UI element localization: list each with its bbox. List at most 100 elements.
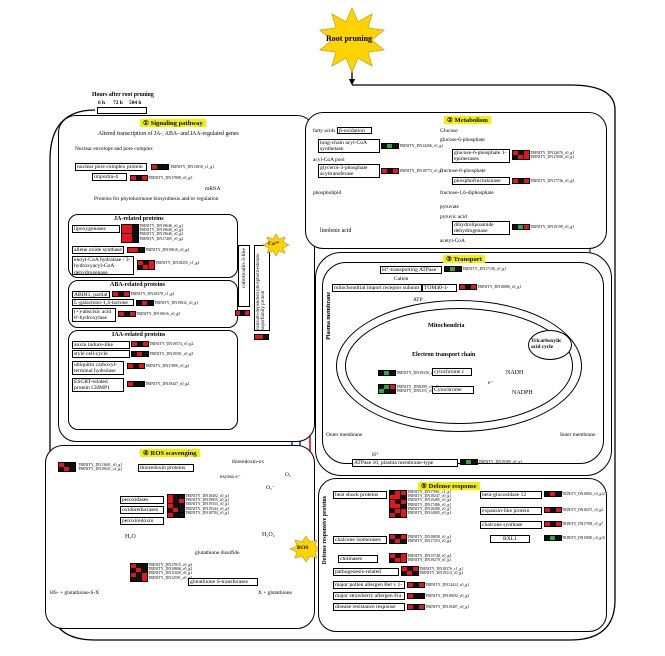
heatmap-cell bbox=[395, 535, 401, 539]
heatmap-cell bbox=[395, 491, 401, 495]
mito-import-box: mitochondrial import receptor subunit bbox=[332, 284, 422, 292]
heatmap-cell bbox=[131, 568, 136, 573]
gene-tom: TRINITY_DN18886_c0_g1 bbox=[477, 285, 522, 289]
heatmap-cell bbox=[122, 238, 127, 243]
heatmap-cell bbox=[128, 248, 133, 252]
p450-box: Cytochrome P450s bbox=[432, 386, 474, 394]
heatmap-cell bbox=[395, 512, 401, 517]
heatmap-cell bbox=[132, 233, 138, 238]
heatmap-chalcone-syn bbox=[544, 521, 562, 527]
gene-chalcone-syn: TRINITY_DN17958_c0_g7 bbox=[562, 522, 603, 526]
style-box: style cell-cycle inhibitor 1 bbox=[72, 350, 130, 358]
heatmap-cell bbox=[392, 169, 398, 173]
mito-inner bbox=[345, 308, 573, 424]
atp-text: ATP bbox=[413, 297, 423, 303]
gene-pfk: TRINITY_DN17736_c0_g3 bbox=[530, 179, 575, 183]
hs-text: HS- + glutathione-S-X bbox=[50, 590, 100, 596]
calcium-box: calcium-dependent phosphotriesterase sup… bbox=[254, 245, 270, 331]
heatmap-cell bbox=[148, 265, 154, 270]
mrna-text: mRNA bbox=[205, 186, 221, 192]
heatmap-cell bbox=[395, 558, 401, 563]
heatmap-cell bbox=[400, 499, 406, 504]
gene-hsp: TRINITY_DN17061_c1_g1 TRINITY_DN18247_c0… bbox=[407, 490, 452, 516]
heatmap-lcacs bbox=[381, 143, 399, 149]
heatmap-cell bbox=[412, 567, 418, 571]
heatmap-cell bbox=[550, 536, 556, 540]
defense-title: ⑤ Defense response bbox=[418, 482, 480, 490]
ja-title: JA-related proteins bbox=[114, 216, 164, 222]
lipoxygenases-box: lipoxygenases bbox=[72, 225, 120, 233]
heatmap-cell bbox=[387, 144, 393, 148]
heatmap-cell bbox=[127, 238, 133, 243]
heatmap-cell bbox=[518, 225, 524, 229]
ros-title: ④ ROS scavenging bbox=[140, 449, 200, 457]
heatmap-cell bbox=[384, 385, 390, 389]
gene-lcacs: TRINITY_DN14206_c0_g1 bbox=[399, 144, 444, 148]
heatmap-cell bbox=[390, 499, 395, 504]
enoyl-box: enoyl-CoA hydratase / 3-hydroxyacyl-CoA … bbox=[72, 256, 134, 275]
heatmap-cell bbox=[178, 508, 184, 513]
heatmap-chalcone-iso bbox=[389, 534, 407, 545]
heatmap-cell bbox=[465, 285, 471, 289]
gene-chitinases: TRINITY_DN15748_c0_g3 TRINITY_DN19278_c0… bbox=[407, 554, 452, 563]
heatmap-cell bbox=[141, 564, 147, 568]
heatmap-cell bbox=[513, 151, 518, 155]
signaling-title: ① Signaling pathway bbox=[140, 119, 206, 127]
escrt-box: ESCRT-related protein CHMP1 bbox=[72, 378, 124, 392]
mito-outer bbox=[336, 300, 582, 432]
abih1-box: ABIH1, partial bbox=[72, 291, 110, 298]
heatmap-cell bbox=[555, 536, 561, 540]
heatmap-cell bbox=[69, 467, 75, 472]
g6p-text: glucose-6-phosphate bbox=[440, 137, 485, 143]
heatmap-cell bbox=[390, 504, 395, 509]
heatmap-cell bbox=[390, 558, 395, 563]
phospholipid-text: phospholipid bbox=[313, 190, 342, 196]
gene-peroxidases: TRINITY_DN18402_c0_g1 TRINITY_DN19055_c0… bbox=[185, 494, 230, 515]
heatmap-cell bbox=[555, 522, 561, 526]
heatmap-cell bbox=[137, 352, 143, 356]
heatmap-cell bbox=[143, 261, 149, 265]
heatmap-cell bbox=[122, 233, 127, 238]
g3p-box: glycerol-3-phosphate acyltransferase bbox=[318, 164, 380, 178]
heatmap-cell bbox=[131, 572, 136, 577]
heatmap-cell bbox=[168, 495, 173, 499]
etc-text: Electron transport chain bbox=[412, 352, 476, 358]
heatmap-cell bbox=[413, 583, 419, 587]
heatmap-cell bbox=[133, 248, 139, 252]
heatmap-cell bbox=[379, 385, 384, 389]
acetyl-text: acetyl-CoA bbox=[440, 238, 465, 244]
heatmap-cell bbox=[157, 165, 163, 169]
heatmap-calcium bbox=[254, 334, 269, 340]
hours-col-72h: 72 h bbox=[113, 100, 123, 106]
gene-aos: TRINITY_DN19610_c0_g2 bbox=[145, 248, 190, 252]
heatmap-cell bbox=[384, 389, 390, 394]
heatmap-cell bbox=[389, 385, 395, 389]
heatmap-cell bbox=[389, 389, 395, 394]
heatmap-cell bbox=[513, 225, 518, 229]
dld-box: dihydrolipoamide dehydrogenase bbox=[452, 221, 510, 235]
heatmap-cell bbox=[132, 225, 138, 229]
heatmap-cell bbox=[390, 539, 395, 544]
ros-label: ROS bbox=[297, 545, 309, 551]
heatmap-cell bbox=[513, 155, 518, 160]
heatmap-cell bbox=[122, 229, 127, 234]
heatmap-cell bbox=[132, 352, 137, 356]
heatmap-cell bbox=[148, 261, 154, 265]
aos-box: allene oxide synthase bbox=[72, 246, 124, 254]
heatmap-cell bbox=[64, 467, 70, 472]
heatmap-cell bbox=[69, 463, 75, 467]
transport-title: ③ Transport bbox=[443, 255, 485, 263]
heatmap-escrt bbox=[127, 381, 145, 387]
proteins-for-text: Proteins for phytohormone biosynthesis a… bbox=[94, 196, 219, 202]
heatmap-gst bbox=[130, 563, 148, 583]
heatmap-cell bbox=[127, 233, 133, 238]
heatmap-dld bbox=[512, 224, 530, 230]
heatmap-cell bbox=[555, 492, 561, 496]
heatmap-cell bbox=[408, 583, 413, 587]
pr-box: pathogenesis-related proteins bbox=[333, 568, 399, 576]
heatmap-cell bbox=[450, 267, 456, 271]
heatmap-npc bbox=[151, 164, 169, 170]
heatmap-cell bbox=[138, 248, 144, 252]
heatmap-cell bbox=[555, 508, 561, 512]
